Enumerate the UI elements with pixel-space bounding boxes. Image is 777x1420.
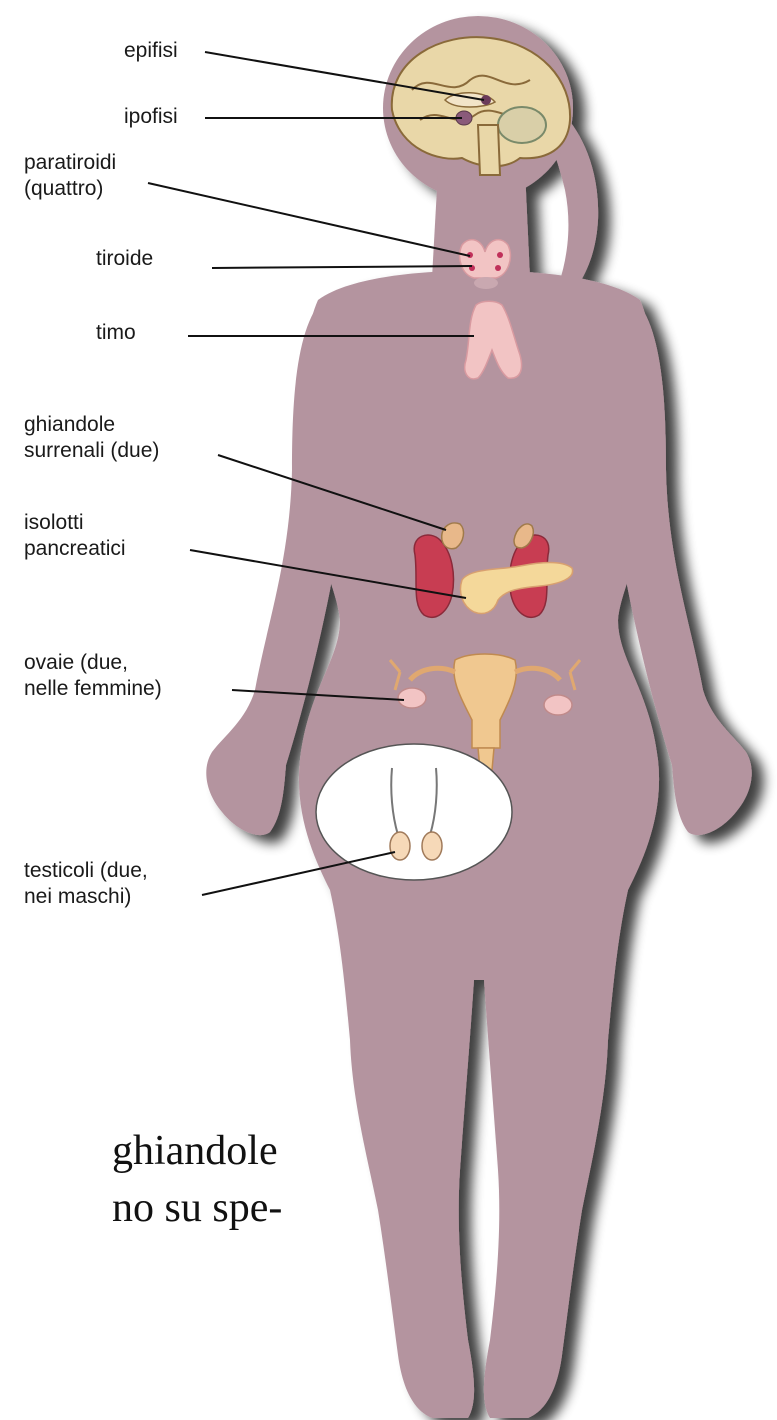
- label-isolotti-line2: pancreatici: [24, 536, 126, 562]
- label-surrenali-line1: ghiandole: [24, 412, 159, 438]
- label-tiroide: tiroide: [96, 246, 153, 272]
- leader-paratiroidi: [148, 183, 470, 256]
- label-paratiroidi: paratiroidi (quattro): [24, 150, 116, 202]
- label-testicoli-line2: nei maschi): [24, 884, 148, 910]
- label-ipofisi: ipofisi: [124, 104, 178, 130]
- gland-testicoli: [390, 832, 410, 860]
- text-fragment-line1: ghiandole: [112, 1125, 278, 1177]
- label-ovaie-line1: ovaie (due,: [24, 650, 162, 676]
- testes-inset: [316, 744, 512, 880]
- label-ovaie: ovaie (due, nelle femmine): [24, 650, 162, 702]
- label-testicoli-line1: testicoli (due,: [24, 858, 148, 884]
- label-isolotti-line1: isolotti: [24, 510, 126, 536]
- label-ovaie-line2: nelle femmine): [24, 676, 162, 702]
- label-paratiroidi-line2: (quattro): [24, 176, 116, 202]
- label-paratiroidi-line1: paratiroidi: [24, 150, 116, 176]
- label-timo: timo: [96, 320, 136, 346]
- label-surrenali-line2: surrenali (due): [24, 438, 159, 464]
- label-testicoli: testicoli (due, nei maschi): [24, 858, 148, 910]
- label-surrenali: ghiandole surrenali (due): [24, 412, 159, 464]
- label-epifisi: epifisi: [124, 38, 178, 64]
- label-isolotti: isolotti pancreatici: [24, 510, 126, 562]
- text-fragment-line2: no su spe-: [112, 1182, 282, 1234]
